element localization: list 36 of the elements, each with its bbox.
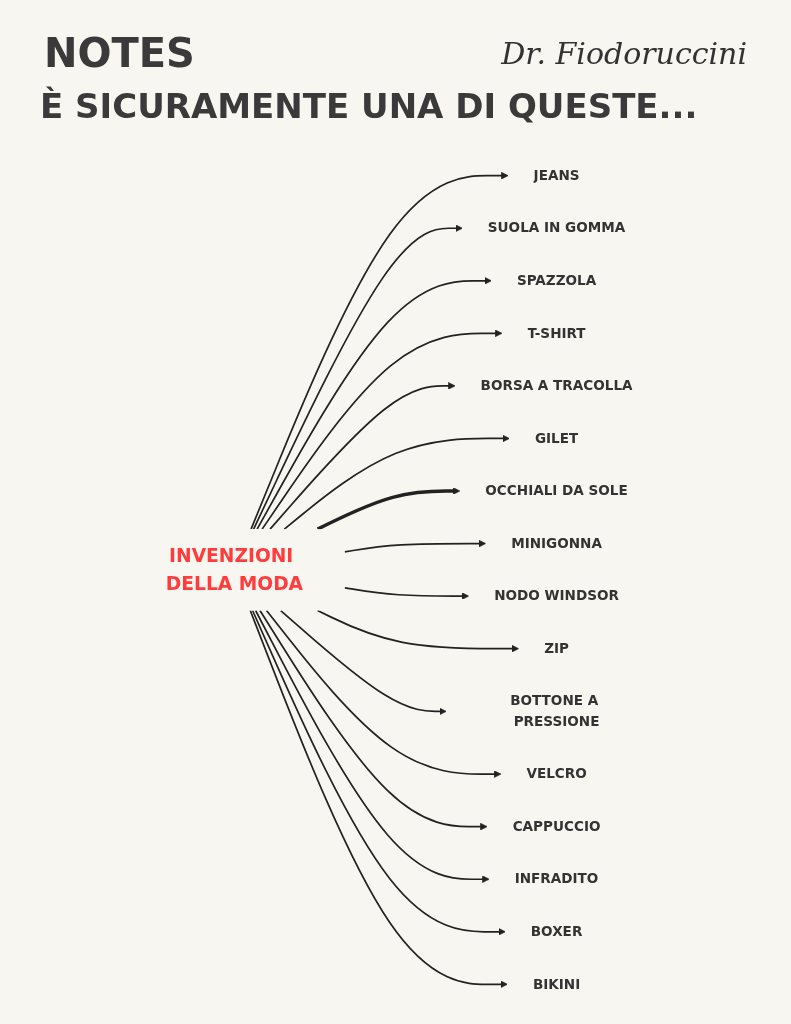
signature: Dr. Fiodoruccini xyxy=(501,35,747,71)
notes-heading: NOTES xyxy=(44,30,195,76)
arrow xyxy=(316,609,520,653)
node-text: BORSA A TRACOLLA xyxy=(480,377,633,394)
node-text: INFRADITO xyxy=(514,870,599,887)
node-text: ZIP xyxy=(544,640,569,657)
arrow xyxy=(265,609,502,778)
arrow xyxy=(252,224,463,530)
arrow xyxy=(259,609,488,831)
node-text: BOTTONE A PRESSIONE xyxy=(510,692,600,730)
node-text: SPAZZOLA xyxy=(516,272,597,289)
node-text: INVENZIONI DELLA MODA xyxy=(165,545,304,595)
node-text: BOXER xyxy=(530,923,583,940)
node-text: SUOLA IN GOMMA xyxy=(487,219,626,236)
node-text: JEANS xyxy=(533,167,580,184)
node-text: OCCHIALI DA SOLE xyxy=(485,482,628,499)
arrow xyxy=(250,171,509,530)
node-text: MINIGONNA xyxy=(511,535,602,552)
arrow xyxy=(256,277,492,530)
node-text: CAPPUCCIO xyxy=(512,818,601,835)
arrow xyxy=(269,382,456,530)
arrow xyxy=(251,609,506,936)
arrow xyxy=(316,487,461,531)
arrow xyxy=(343,539,487,553)
arrow xyxy=(283,434,510,530)
node-text: BIKINI xyxy=(532,975,581,992)
arrow xyxy=(254,609,490,883)
node-text: T-SHIRT xyxy=(527,324,586,341)
arrow xyxy=(249,609,508,989)
node-text: VELCRO xyxy=(526,765,587,782)
arrow xyxy=(343,586,470,600)
title: È SICURAMENTE UNA DI QUESTE... xyxy=(39,85,699,128)
node-text: GILET xyxy=(534,429,579,447)
node-text: NODO WINDSOR xyxy=(494,587,619,604)
arrow xyxy=(261,329,503,530)
arrow xyxy=(279,609,447,716)
